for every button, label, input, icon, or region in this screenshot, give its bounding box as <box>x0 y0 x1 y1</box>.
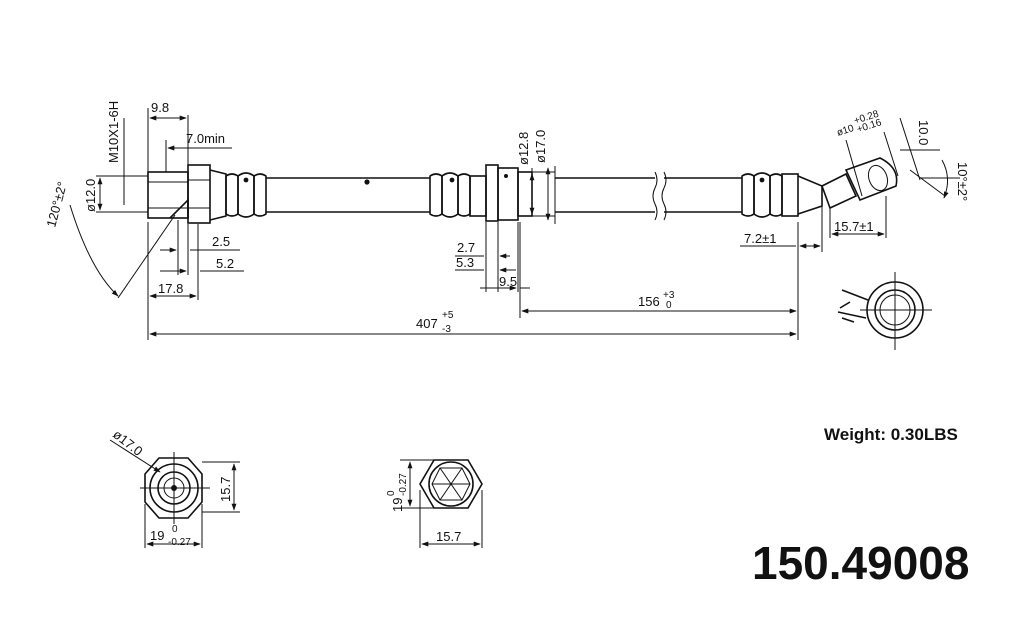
mid-inner-diameter-label: ø12.8 <box>516 132 531 165</box>
mid-position-tol-upper: +3 <box>663 290 675 301</box>
banjo-angle-label: 10°±2° <box>955 162 970 201</box>
middle-view-height-label: 19 0 -0.27 <box>386 473 409 512</box>
left-view-width-tol-lower: -0.27 <box>168 537 191 548</box>
middle-view-width: 15.7 <box>436 529 461 544</box>
left-view-height: 15.7 <box>218 477 233 502</box>
overall-length-label: 407 +5 -3 <box>416 310 454 335</box>
dim-2-5: 2.5 <box>212 234 230 249</box>
middle-view-height-tol-lower: -0.27 <box>398 473 409 496</box>
mid-position-value: 156 <box>638 294 660 309</box>
mid-position-tol-lower: 0 <box>666 300 672 311</box>
dimension-labels: M10X1-6H 9.8 7.0min ø12.0 120°±2° 2.5 5.… <box>43 100 970 548</box>
mid-position-label: 156 +3 0 <box>638 290 675 311</box>
part-number: 150.49008 <box>752 537 969 589</box>
overall-tol-lower: -3 <box>442 324 451 335</box>
overall-tol-upper: +5 <box>442 310 454 321</box>
dim-2-7: 2.7 <box>457 240 475 255</box>
thread-label: M10X1-6H <box>106 101 121 163</box>
hose-side-view <box>147 157 898 224</box>
dim-17-8: 17.8 <box>158 281 183 296</box>
bore-diameter-label: ø12.0 <box>83 179 98 212</box>
banjo-hole-value: ø10 <box>836 123 856 139</box>
left-view-width-tol-upper: 0 <box>172 524 178 535</box>
overall-length-value: 407 <box>416 316 438 331</box>
end-view-middle <box>400 459 483 548</box>
dim-5-3: 5.3 <box>456 255 474 270</box>
banjo-hole-label: ø10 +0.28 +0.16 <box>836 109 884 139</box>
dim-7-2: 7.2±1 <box>744 231 776 246</box>
mid-outer-diameter-label: ø17.0 <box>533 130 548 163</box>
middle-view-height: 19 <box>390 498 405 512</box>
left-view-width: 19 <box>150 528 164 543</box>
dim-5-2: 5.2 <box>216 256 234 271</box>
middle-view-height-tol-upper: 0 <box>386 490 397 496</box>
weight-label: Weight: 0.30LBS <box>824 425 958 444</box>
bend-angle-label: 120°±2° <box>43 180 70 229</box>
end-view-left <box>109 439 240 548</box>
banjo-end-view <box>837 272 932 350</box>
thread-min-label: 7.0min <box>186 131 225 146</box>
fitting-length-label: 9.8 <box>151 100 169 115</box>
left-view-width-label: 19 0 -0.27 <box>150 524 191 548</box>
dim-9-5: 9.5 <box>499 274 517 289</box>
dim-15-7: 15.7±1 <box>834 219 874 234</box>
banjo-width-label: 10.0 <box>916 120 931 145</box>
left-view-diameter: ø17.0 <box>110 427 145 459</box>
dimension-lines <box>69 108 960 340</box>
